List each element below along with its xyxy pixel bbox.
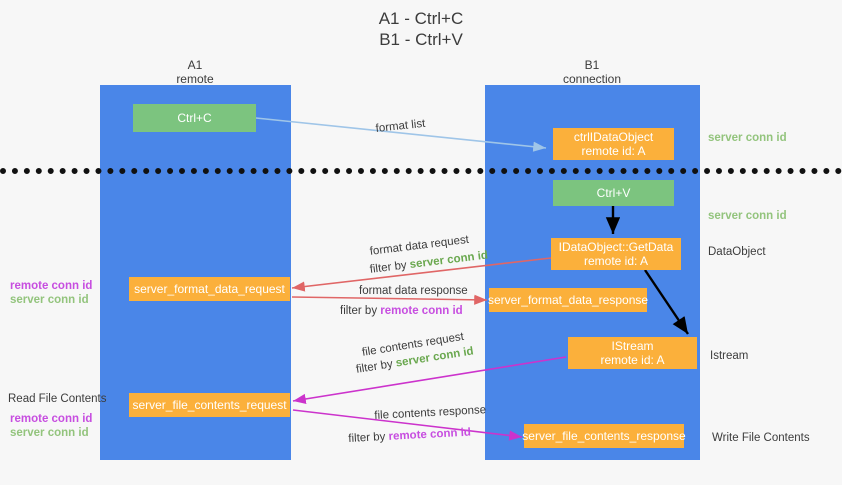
node-ctrl-v-label: Ctrl+V xyxy=(596,186,631,200)
annotation-server-conn-id-mid-text: server conn id xyxy=(708,210,787,222)
annotation-server-conn-id-top-text: server conn id xyxy=(708,132,787,144)
filter-prefix: filter by xyxy=(348,430,389,445)
annotation-read-file-contents: Read File Contents xyxy=(8,392,106,407)
annotation-remote-conn-id-lower: remote conn id xyxy=(10,412,92,427)
annotation-server-conn-id-upper-text: server conn id xyxy=(10,294,89,306)
arrow-file-contents-response xyxy=(292,409,523,441)
annotation-server-conn-id-upper: server conn id xyxy=(10,293,89,308)
title-line-2: B1 - Ctrl+V xyxy=(379,30,463,49)
node-idataobject[interactable]: ctrlIDataObject remote id: A xyxy=(553,128,674,160)
arrow-getdata-to-istream xyxy=(644,269,689,335)
node-server-file-contents-request-label: server_file_contents_request xyxy=(132,398,287,412)
edge-label-format-data-response-text: format data response xyxy=(359,285,468,297)
annotation-read-file-contents-text: Read File Contents xyxy=(8,393,107,405)
node-ctrl-c-label: Ctrl+C xyxy=(177,111,212,125)
node-istream-sub: remote id: A xyxy=(600,353,665,367)
edge-label-format-list-text: format list xyxy=(375,117,426,135)
filter-value-remote-conn-id: remote conn id xyxy=(388,426,472,443)
arrow-format-list xyxy=(255,117,547,152)
column-b1-name: B1 xyxy=(584,58,600,72)
annotation-remote-conn-id-upper: remote conn id xyxy=(10,279,92,294)
annotation-remote-conn-id-lower-text: remote conn id xyxy=(10,413,93,425)
annotation-write-file-contents: Write File Contents xyxy=(712,431,810,446)
annotation-server-conn-id-lower-text: server conn id xyxy=(10,427,89,439)
node-ctrl-v[interactable]: Ctrl+V xyxy=(553,180,674,206)
column-a1-role: remote xyxy=(176,72,214,86)
phase-divider xyxy=(0,168,842,174)
node-server-file-contents-response[interactable]: server_file_contents_response xyxy=(522,424,686,448)
column-header-a1: A1 remote xyxy=(140,58,250,86)
node-istream-title: IStream xyxy=(611,339,654,353)
edge-label-format-data-response: format data response xyxy=(359,284,468,299)
node-ctrl-c[interactable]: Ctrl+C xyxy=(133,104,256,132)
node-idataobject-title: ctrlIDataObject xyxy=(573,130,654,144)
annotation-dataobject-text: DataObject xyxy=(708,246,766,258)
column-a1-name: A1 xyxy=(187,58,203,72)
node-server-format-data-response[interactable]: server_format_data_response xyxy=(487,288,649,312)
node-server-format-data-response-label: server_format_data_response xyxy=(487,293,649,307)
filter-value-remote-conn-id: remote conn id xyxy=(380,305,463,317)
annotation-server-conn-id-lower: server conn id xyxy=(10,426,89,441)
node-idataobject-getdata[interactable]: IDataObject::GetData remote id: A xyxy=(551,238,681,270)
column-header-b1: B1 connection xyxy=(537,58,647,86)
annotation-istream-text: Istream xyxy=(710,350,749,362)
node-getdata-sub: remote id: A xyxy=(583,254,649,268)
annotation-dataobject: DataObject xyxy=(708,245,766,260)
node-istream[interactable]: IStream remote id: A xyxy=(568,337,697,369)
arrow-format-data-request xyxy=(291,257,552,292)
annotation-istream: Istream xyxy=(710,349,748,364)
annotation-write-file-contents-text: Write File Contents xyxy=(712,432,810,444)
title-line-1: A1 - Ctrl+C xyxy=(378,9,464,28)
node-server-format-data-request-label: server_format_data_request xyxy=(134,282,285,296)
annotation-remote-conn-id-upper-text: remote conn id xyxy=(10,280,93,292)
diagram-title: A1 - Ctrl+C B1 - Ctrl+V xyxy=(0,8,842,50)
column-b1-role: connection xyxy=(562,72,622,86)
arrow-file-contents-request xyxy=(292,356,567,405)
node-server-file-contents-response-label: server_file_contents_response xyxy=(522,429,686,443)
node-server-format-data-request[interactable]: server_format_data_request xyxy=(129,277,290,301)
edge-label-format-data-response-filter: filter by remote conn id xyxy=(340,304,463,319)
node-getdata-title: IDataObject::GetData xyxy=(558,240,674,254)
filter-prefix: filter by xyxy=(340,305,381,317)
filter-prefix: filter by xyxy=(369,259,411,276)
annotation-server-conn-id-mid: server conn id xyxy=(708,209,787,224)
node-idataobject-sub: remote id: A xyxy=(581,144,646,158)
arrow-format-data-response xyxy=(291,294,488,305)
annotation-server-conn-id-top: server conn id xyxy=(708,131,787,146)
node-server-file-contents-request[interactable]: server_file_contents_request xyxy=(129,393,290,417)
